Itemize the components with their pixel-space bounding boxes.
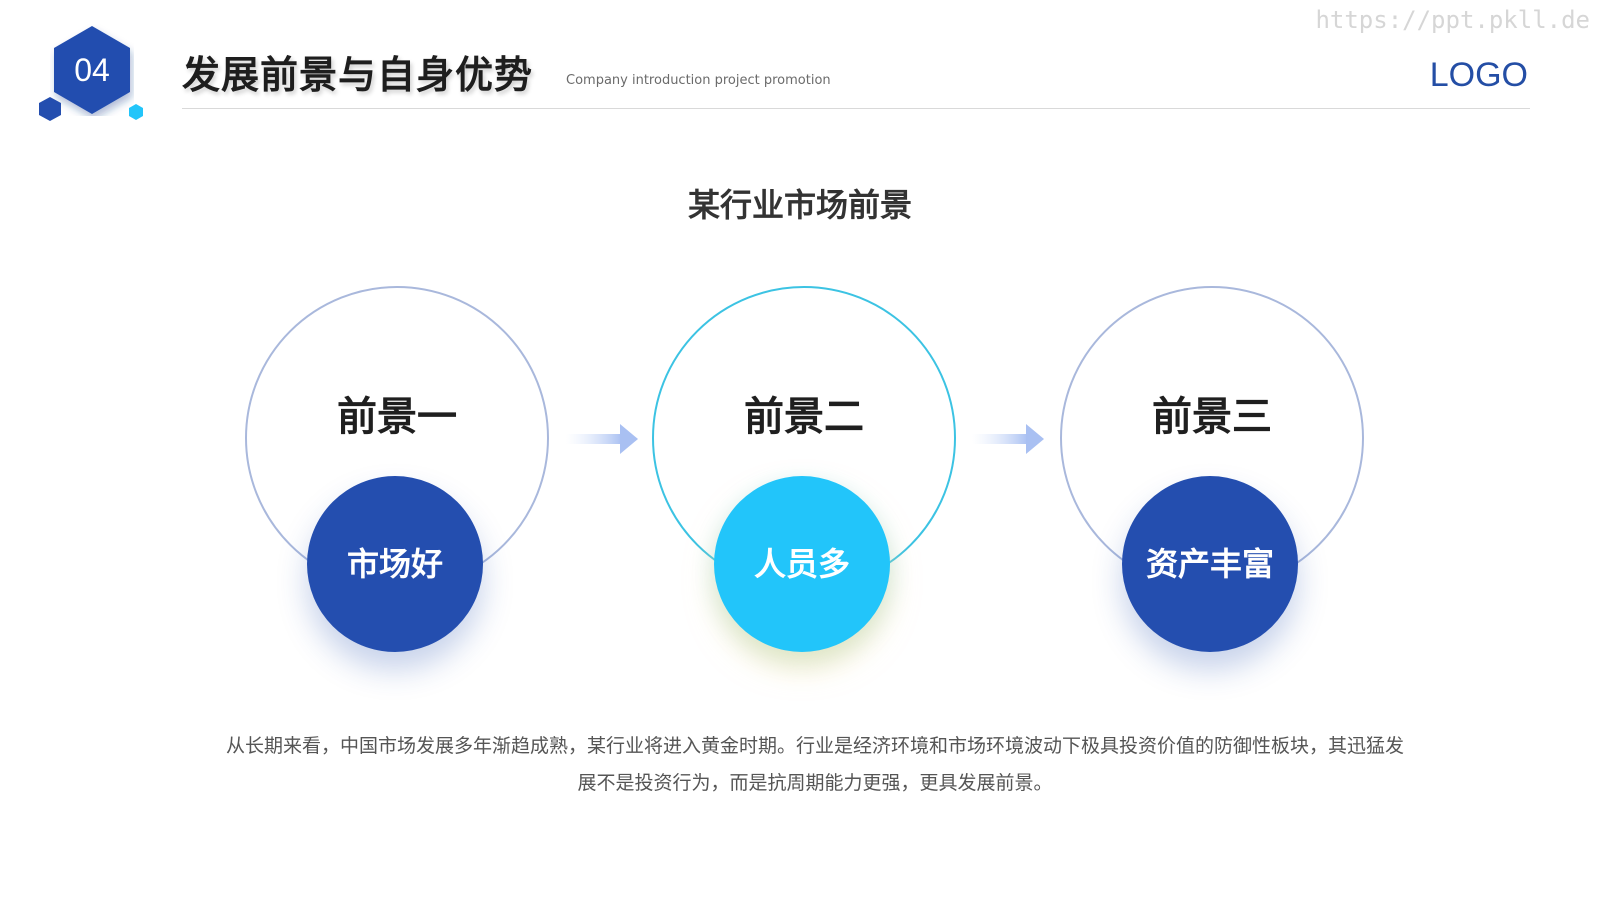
prospect-title: 前景一 — [337, 394, 457, 440]
prospect-title: 前景三 — [1152, 394, 1272, 440]
header-divider — [182, 108, 1530, 109]
prospect-card-1: 前景一 市场好 — [245, 286, 549, 658]
small-hexagon-icon — [39, 97, 61, 121]
section-number-badge: 04 — [50, 24, 134, 116]
section-title: 某行业市场前景 — [687, 186, 912, 224]
description-text: 从长期来看，中国市场发展多年渐趋成熟，某行业将进入黄金时期。行业是经济环境和市场… — [225, 735, 1404, 794]
prospect-badge: 市场好 — [307, 476, 483, 652]
logo: LOGO — [1429, 56, 1528, 94]
arrow-right-icon — [566, 424, 638, 454]
section-number: 04 — [74, 52, 110, 88]
small-hexagon-icon — [129, 104, 143, 120]
prospect-label: 资产丰富 — [1145, 545, 1274, 583]
arrow-right-icon — [972, 424, 1044, 454]
prospect-card-3: 前景三 资产丰富 — [1060, 286, 1364, 658]
prospect-label: 人员多 — [753, 545, 850, 583]
watermark: https://ppt.pkll.de — [1315, 6, 1590, 34]
prospect-label: 市场好 — [346, 545, 443, 583]
prospect-badge: 资产丰富 — [1122, 476, 1298, 652]
prospect-title: 前景二 — [744, 394, 864, 440]
prospect-card-2: 前景二 人员多 — [652, 286, 956, 658]
hexagon-icon — [54, 26, 130, 114]
page-subtitle: Company introduction project promotion — [566, 73, 831, 88]
page-title: 发展前景与自身优势 — [182, 53, 534, 97]
prospect-badge: 人员多 — [714, 476, 890, 652]
